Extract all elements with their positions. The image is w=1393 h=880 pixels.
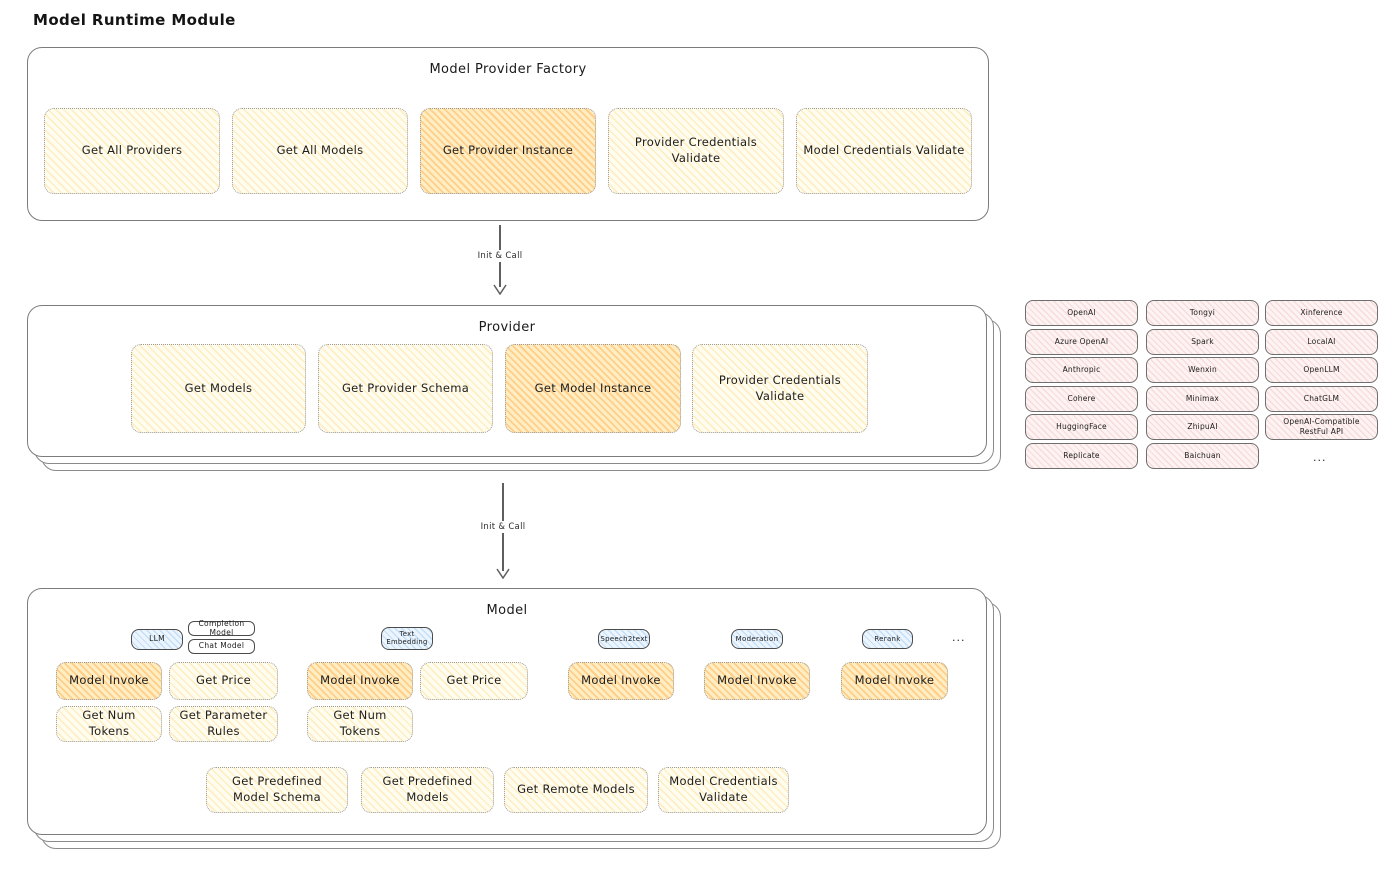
node-embedding-get-price: Get Price xyxy=(420,662,528,700)
provider-pill-xinference: Xinference xyxy=(1265,300,1378,326)
node-provider-credentials-validate: Provider Credentials Validate xyxy=(608,108,784,194)
node-model-credentials-validate-2: Model Credentials Validate xyxy=(658,767,789,813)
tab-rerank: Rerank xyxy=(862,629,913,649)
provider-pill-wenxin: Wenxin xyxy=(1146,357,1259,383)
model-tabs-ellipsis: ... xyxy=(952,631,966,644)
node-get-predefined-model-schema: Get Predefined Model Schema xyxy=(206,767,348,813)
node-get-all-models: Get All Models xyxy=(232,108,408,194)
node-rerank-model-invoke: Model Invoke xyxy=(841,662,948,700)
arrow-label-init-call-1: Init & Call xyxy=(473,250,527,262)
provider-pill-azure-openai: Azure OpenAI xyxy=(1025,329,1138,355)
provider-title: Provider xyxy=(478,320,536,335)
node-get-provider-schema: Get Provider Schema xyxy=(318,344,493,433)
provider-pill-minimax: Minimax xyxy=(1146,386,1259,412)
provider-pill-tongyi: Tongyi xyxy=(1146,300,1259,326)
node-llm-get-price: Get Price xyxy=(169,662,278,700)
arrowhead-down-icon-2 xyxy=(496,568,510,579)
node-provider-credentials-validate-2: Provider Credentials Validate xyxy=(692,344,868,433)
factory-container: Model Provider Factory Get All Providers… xyxy=(27,47,989,221)
provider-pill-anthropic: Anthropic xyxy=(1025,357,1138,383)
provider-pill-openai-compatible: OpenAI-Compatible RestFul API xyxy=(1265,414,1378,440)
provider-pill-openllm: OpenLLM xyxy=(1265,357,1378,383)
node-get-model-instance: Get Model Instance xyxy=(505,344,681,433)
provider-pill-huggingface: HuggingFace xyxy=(1025,414,1138,440)
node-moderation-model-invoke: Model Invoke xyxy=(704,662,810,700)
factory-title: Model Provider Factory xyxy=(429,62,587,77)
node-embedding-model-invoke: Model Invoke xyxy=(307,662,413,700)
node-get-provider-instance: Get Provider Instance xyxy=(420,108,596,194)
provider-pill-baichuan: Baichuan xyxy=(1146,443,1259,469)
node-get-all-providers: Get All Providers xyxy=(44,108,220,194)
tab-moderation: Moderation xyxy=(731,629,783,649)
provider-pill-replicate: Replicate xyxy=(1025,443,1138,469)
node-get-predefined-models: Get Predefined Models xyxy=(361,767,494,813)
tab-text-embedding: Text Embedding xyxy=(381,627,433,650)
arrow-label-init-call-2: Init & Call xyxy=(476,521,530,533)
provider-pill-spark: Spark xyxy=(1146,329,1259,355)
node-model-credentials-validate: Model Credentials Validate xyxy=(796,108,972,194)
node-get-models: Get Models xyxy=(131,344,306,433)
provider-pill-zhipuai: ZhipuAI xyxy=(1146,414,1259,440)
chip-chat-model: Chat Model xyxy=(188,639,255,654)
arrowhead-down-icon xyxy=(493,284,507,295)
page-title: Model Runtime Module xyxy=(33,11,236,29)
provider-pill-openai: OpenAI xyxy=(1025,300,1138,326)
provider-pill-localai: LocalAI xyxy=(1265,329,1378,355)
provider-pill-cohere: Cohere xyxy=(1025,386,1138,412)
provider-pill-chatglm: ChatGLM xyxy=(1265,386,1378,412)
chip-completion-model: Completion Model xyxy=(188,620,255,636)
node-llm-get-num-tokens: Get Num Tokens xyxy=(56,706,162,742)
tab-speech2text: Speech2text xyxy=(598,629,650,649)
model-container: Model LLM Completion Model Chat Model Te… xyxy=(27,588,987,835)
model-title: Model xyxy=(486,603,528,618)
node-embedding-get-num-tokens: Get Num Tokens xyxy=(307,706,413,742)
node-get-remote-models: Get Remote Models xyxy=(504,767,648,813)
node-llm-model-invoke: Model Invoke xyxy=(56,662,162,700)
provider-container: Provider Get Models Get Provider Schema … xyxy=(27,305,987,457)
node-llm-get-parameter-rules: Get Parameter Rules xyxy=(169,706,278,742)
tab-llm: LLM xyxy=(131,629,183,650)
providers-grid-ellipsis: ... xyxy=(1313,451,1327,464)
node-speech2text-model-invoke: Model Invoke xyxy=(568,662,674,700)
